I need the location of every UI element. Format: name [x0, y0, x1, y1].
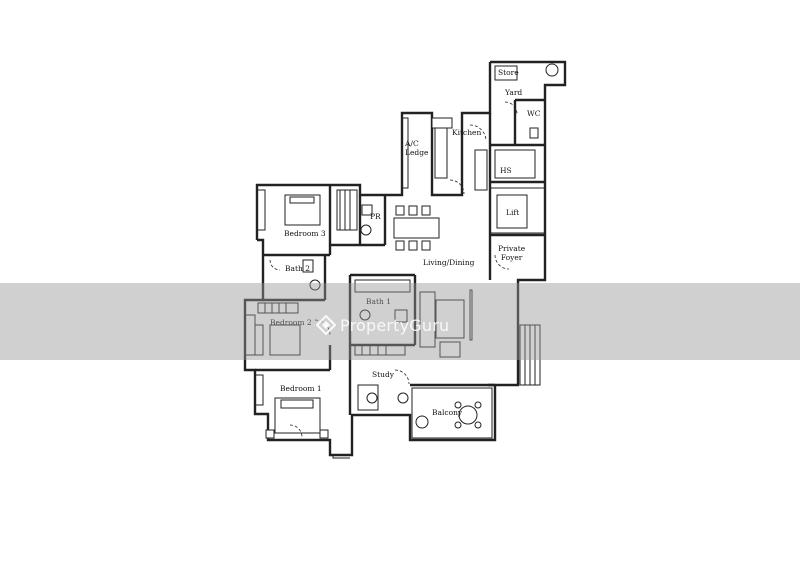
service-area: [494, 63, 559, 139]
watermark: PropertyGuru: [316, 310, 476, 340]
watermark-brand-text: PropertyGuru: [340, 315, 450, 335]
room-label-kitchen: Kitchen: [452, 128, 482, 137]
room-label-ac-ledge: A/C Ledge: [405, 139, 429, 157]
study-furniture: [357, 369, 410, 411]
kitchen-counters: [431, 117, 488, 191]
dining-set: [393, 205, 440, 251]
watermark-band: [0, 283, 800, 360]
bath1-fixtures: [354, 279, 411, 356]
doors: [449, 124, 510, 270]
room-label-bedroom1: Bedroom 1: [280, 384, 322, 393]
room-label-private-foyer: Private Foyer: [498, 244, 526, 262]
room-label-store: Store: [498, 68, 519, 77]
room-label-bath1: Bath 1: [366, 297, 391, 306]
bedroom3-furniture: [284, 189, 373, 236]
room-label-lift: Lift: [506, 208, 520, 217]
room-label-living-dining: Living/Dining: [423, 258, 475, 267]
room-label-hs: HS: [500, 166, 512, 175]
room-label-bedroom3: Bedroom 3: [284, 229, 326, 238]
bath2-fixtures: [269, 259, 321, 291]
balcony-furniture: [415, 401, 482, 429]
propertyguru-logo-icon: [316, 315, 336, 335]
room-label-balcony: Balcony: [432, 408, 463, 417]
room-label-pr: PR: [370, 212, 381, 221]
living-sofa-set: [419, 289, 473, 358]
room-label-bedroom2: Bedroom 2: [270, 318, 312, 327]
windows: [244, 117, 541, 439]
room-label-yard: Yard: [505, 88, 523, 97]
bedroom1-furniture: [265, 397, 329, 439]
interior-walls: [255, 98, 545, 415]
room-label-study: Study: [372, 370, 395, 379]
room-label-bath2: Bath 2: [285, 264, 310, 273]
room-label-wc: WC: [527, 109, 541, 118]
hs-lift: [489, 149, 546, 234]
bedroom2-furniture: [254, 302, 331, 356]
